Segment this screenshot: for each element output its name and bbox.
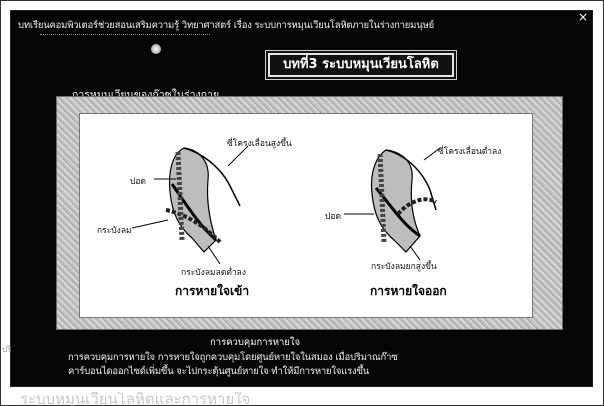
footer-line-2: คาร์บอนไดออกไซด์เพิ่มขึ้น จะไปกระตุ้นศูน…: [68, 364, 369, 379]
margin-mark: ปริ: [2, 343, 11, 356]
bottom-text-strip: ระบบหมุนเวียนโลหิตและการหายใจ: [20, 392, 580, 406]
decorative-divider: [40, 34, 210, 59]
lesson-header: บทเรียนคอมพิวเตอร์ช่วยสอนเสริมความรู้ วิ…: [18, 18, 566, 33]
sparkle-icon: [151, 44, 161, 54]
close-icon[interactable]: ×: [578, 11, 588, 23]
exhale-diaphragm-move-label: กระบังลมยกสูงขึ้น: [371, 259, 437, 273]
inhale-caption: การหายใจเข้า: [175, 282, 249, 301]
inhale-torso-icon: [132, 146, 248, 264]
footer-line-1: การควบคุมการหายใจ การหายใจถูกควบคุมโดยศู…: [68, 350, 397, 365]
inhale-ribs-label: ซี่โครงเลื่อนสูงขึ้น: [227, 136, 292, 150]
breathing-diagram: ซี่โครงเลื่อนสูงขึ้น ปอด กระบังลม กระบัง…: [79, 113, 533, 318]
bottom-text: ระบบหมุนเวียนโลหิตและการหายใจ: [20, 392, 580, 406]
inhale-diaphragm-move-label: กระบังลมลดต่ำลง: [181, 265, 246, 279]
exhale-lung-label: ปอด: [325, 209, 341, 223]
inhale-lung-label: ปอด: [130, 174, 146, 188]
exhale-caption: การหายใจออก: [370, 282, 447, 301]
inhale-diaphragm-label: กระบังลม: [97, 223, 132, 237]
footer-title: การควบคุมการหายใจ: [210, 335, 300, 350]
exhale-torso-icon: [344, 148, 440, 260]
exhale-ribs-label: ซี่โครงเลื่อนต่ำลง: [438, 144, 501, 158]
chapter-title: บทที่3 ระบบหมุนเวียนโลหิต: [268, 53, 454, 77]
